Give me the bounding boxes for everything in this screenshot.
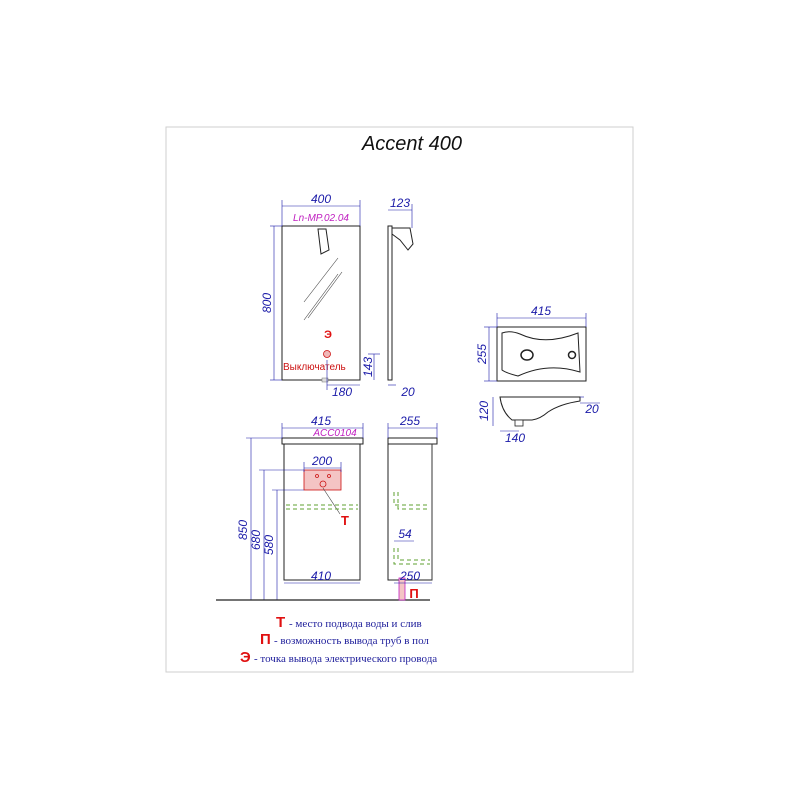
- cabinet-side-top: [387, 437, 438, 445]
- switch-label: Выключатель: [283, 362, 346, 373]
- basin-outline: [496, 326, 587, 382]
- basin-side-profile: [499, 396, 581, 421]
- water-letter: Т: [341, 513, 349, 528]
- cabinet-width-label: 415: [311, 414, 331, 428]
- basin-top-view: 415 255: [475, 304, 587, 382]
- cabinet-inner-width-label: 410: [311, 569, 331, 583]
- switch-offset-y-label: 143: [361, 357, 375, 377]
- drain-offset-label: 140: [505, 431, 525, 445]
- switch-point-icon: [323, 350, 331, 358]
- drawing-title: Accent 400: [361, 133, 462, 155]
- cabinet-depth-label: 255: [399, 414, 420, 428]
- pipe-zone-width-label: 200: [311, 454, 332, 468]
- legend-text-floor: - возможность вывода труб в пол: [274, 635, 429, 647]
- shelf-height-label: 54: [398, 527, 412, 541]
- cabinet-height-label: 850: [236, 520, 250, 540]
- mirror-side-view: 123 143 20: [361, 196, 415, 399]
- switch-offset-x-label: 180: [332, 385, 352, 399]
- basin-depth-label: 255: [475, 344, 489, 365]
- legend-text-water: - место подвода воды и слив: [289, 618, 422, 630]
- basin-height-label: 120: [477, 401, 491, 421]
- drain-icon: [520, 349, 534, 361]
- mirror-width-label: 400: [311, 192, 331, 206]
- sheet-border: [165, 126, 634, 673]
- mirror-depth-label: 123: [390, 196, 410, 210]
- cabinet-side-view: П 255 54 250: [387, 414, 438, 601]
- lamp-icon: [317, 228, 330, 255]
- basin-side-view: 120 140 20: [477, 396, 600, 445]
- floor-pipe: [398, 577, 406, 601]
- basin-bowl: [501, 331, 581, 377]
- legend-letter-water: Т: [276, 614, 285, 631]
- basin-width-label: 415: [531, 304, 551, 318]
- floor-letter: П: [409, 586, 418, 601]
- switch-letter: Э: [324, 329, 332, 341]
- mirror-side-panel: [387, 225, 393, 381]
- mirror-lamp-side: [391, 227, 414, 251]
- mirror-front-view: Э Выключатель 400 Ln-MP.02.04 800 180: [260, 192, 361, 399]
- mirror-height-label: 800: [260, 293, 274, 313]
- cabinet-body: [283, 443, 361, 581]
- mirror-bottom-depth-label: 20: [400, 385, 415, 399]
- legend-text-electric: - точка вывода электрического провода: [254, 653, 437, 665]
- legend-letter-electric: Э: [240, 649, 251, 666]
- cabinet-height3-label: 580: [262, 535, 276, 555]
- mirror-code-label: Ln-MP.02.04: [293, 213, 349, 224]
- basin-rim-label: 20: [584, 402, 599, 416]
- legend: Т - место подвода воды и слив П - возмож…: [240, 614, 437, 666]
- legend-letter-floor: П: [260, 631, 271, 648]
- cabinet-front-view: Т 200 415 ACC0104 410 850 680 580: [216, 414, 430, 601]
- cabinet-code-label: ACC0104: [312, 428, 357, 439]
- cabinet-inner-depth-label: 250: [399, 569, 420, 583]
- service-zone: [303, 469, 342, 491]
- mirror-panel: [281, 225, 361, 381]
- tap-hole-icon: [567, 350, 577, 360]
- cabinet-height2-label: 680: [249, 530, 263, 550]
